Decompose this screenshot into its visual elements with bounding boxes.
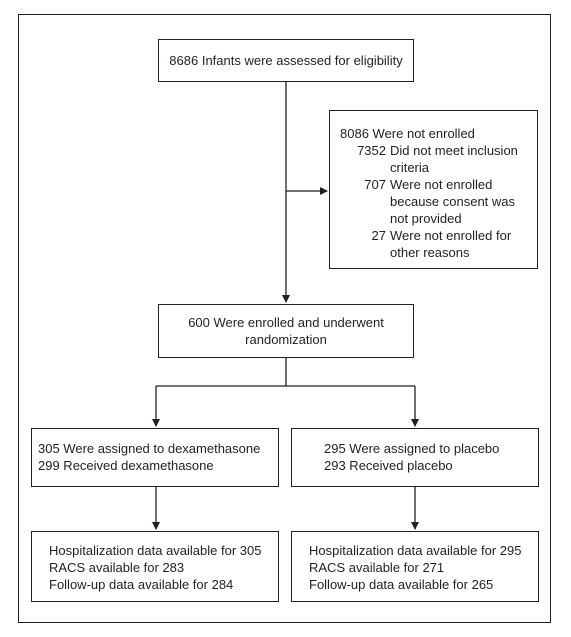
- dexamethasone-hospitalization-data: Hospitalization data available for 305: [49, 543, 262, 558]
- assessed-text: 8686 Infants were assessed for eligibili…: [169, 53, 403, 68]
- dexamethasone-outcomes-box: Hospitalization data available for 305 R…: [31, 531, 279, 602]
- assessed-box: 8686 Infants were assessed for eligibili…: [158, 39, 414, 82]
- dexamethasone-received: 299 Received dexamethasone: [38, 458, 214, 473]
- placebo-received: 293 Received placebo: [324, 458, 453, 473]
- enrolled-text: 600 Were enrolled and underwent randomiz…: [188, 315, 384, 347]
- placebo-hospitalization-data: Hospitalization data available for 295: [309, 543, 522, 558]
- not-enrolled-heading: 8086 Were not enrolled: [340, 126, 475, 141]
- not-enrolled-item: 27 Were not enrolled for other reasons: [340, 227, 527, 261]
- not-enrolled-item-text: Did not meet inclusion criteria: [390, 143, 518, 175]
- not-enrolled-item-count: 27: [371, 228, 386, 243]
- dexamethasone-assigned: 305 Were assigned to dexamethasone: [38, 441, 261, 456]
- figure-frame: [18, 14, 551, 623]
- not-enrolled-item-text: Were not enrolled because consent was no…: [390, 177, 516, 226]
- not-enrolled-item: 707 Were not enrolled because consent wa…: [340, 176, 527, 227]
- dexamethasone-group-box: 305 Were assigned to dexamethasone 299 R…: [31, 428, 279, 487]
- placebo-outcomes-box: Hospitalization data available for 295 R…: [291, 531, 539, 602]
- dexamethasone-racs-data: RACS available for 283: [49, 560, 185, 575]
- not-enrolled-item: 7352 Did not meet inclusion criteria: [340, 142, 527, 176]
- not-enrolled-item-count: 7352: [357, 143, 386, 158]
- not-enrolled-box: 8086 Were not enrolled 7352 Did not meet…: [329, 110, 538, 269]
- not-enrolled-item-text: Were not enrolled for other reasons: [390, 228, 512, 260]
- placebo-racs-data: RACS available for 271: [309, 560, 445, 575]
- enrolled-box: 600 Were enrolled and underwent randomiz…: [158, 304, 414, 358]
- placebo-assigned: 295 Were assigned to placebo: [324, 441, 500, 456]
- dexamethasone-follow-up-data: Follow-up data available for 284: [49, 577, 234, 592]
- placebo-follow-up-data: Follow-up data available for 265: [309, 577, 494, 592]
- not-enrolled-item-count: 707: [364, 177, 386, 192]
- placebo-group-box: 295 Were assigned to placebo 293 Receive…: [291, 428, 539, 487]
